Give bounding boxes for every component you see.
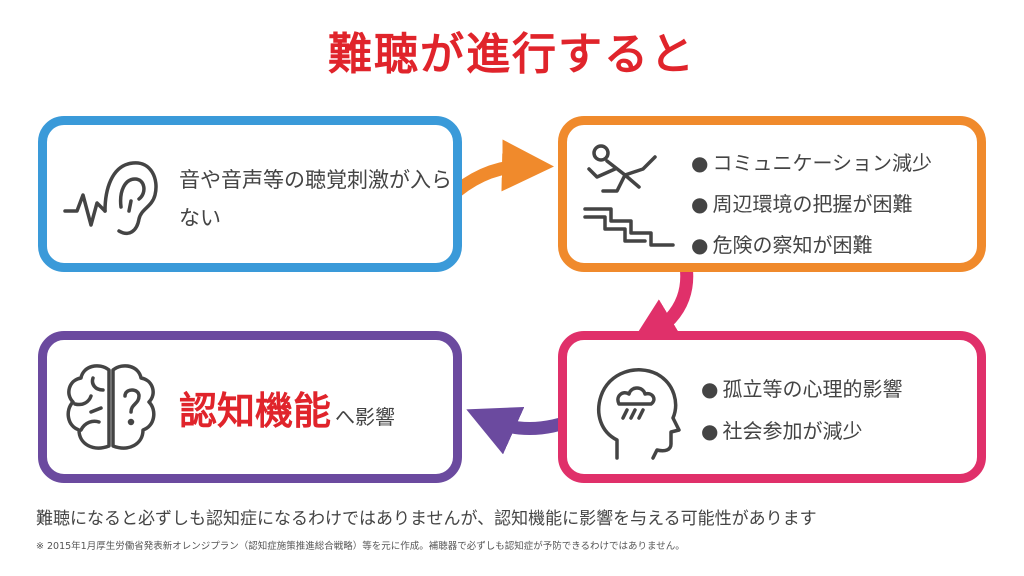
bullet-item: ●周辺環境の把握が困難 (691, 192, 913, 216)
cognitive-function-label: 認知機能 (179, 389, 332, 433)
cognitive-function-text: 認知機能へ影響 (179, 380, 395, 435)
impact-label: へ影響 (335, 405, 396, 429)
brain-question-icon (66, 364, 156, 450)
box-cognitive-function: 認知機能へ影響 (38, 331, 462, 483)
communication-bullet-list: ●コミュニケーション減少 ●周辺環境の把握が困難 ●危険の察知が困難 (691, 143, 932, 266)
bullet-dot: ● (701, 419, 719, 443)
bullet-dot: ● (691, 151, 709, 175)
bullet-item: ●社会参加が減少 (701, 419, 863, 443)
bullet-dot: ● (701, 377, 719, 401)
psychological-bullet-list: ●孤立等の心理的影響 ●社会参加が減少 (701, 368, 902, 452)
page-title: 難聴が進行すると (328, 29, 696, 80)
bullet-item: ●危険の察知が困難 (691, 233, 873, 257)
hearing-stimulus-text: 音や音声等の聴覚刺激が入らない (179, 168, 452, 230)
bullet-dot: ● (691, 233, 709, 257)
bullet-item: ●コミュニケーション減少 (691, 151, 933, 175)
bullet-item: ●孤立等の心理的影響 (701, 377, 903, 401)
summary-text: 難聴になると必ずしも認知症になるわけではありませんが、認知機能に影響を与える可能… (36, 509, 817, 529)
ear-icon (63, 161, 158, 236)
head-rain-cloud-icon (596, 368, 681, 460)
bullet-dot: ● (691, 192, 709, 216)
footnote: ※ 2015年1月厚生労働省発表新オレンジプラン（認知症施策推進総合戦略）等を元… (36, 541, 685, 552)
box-communication: ●コミュニケーション減少 ●周辺環境の把握が困難 ●危険の察知が困難 (558, 116, 986, 272)
box-psychological-impact: ●孤立等の心理的影響 ●社会参加が減少 (558, 331, 986, 483)
box-hearing-stimulus: 音や音声等の聴覚刺激が入らない (38, 116, 462, 272)
falling-stairs-icon (583, 144, 675, 247)
